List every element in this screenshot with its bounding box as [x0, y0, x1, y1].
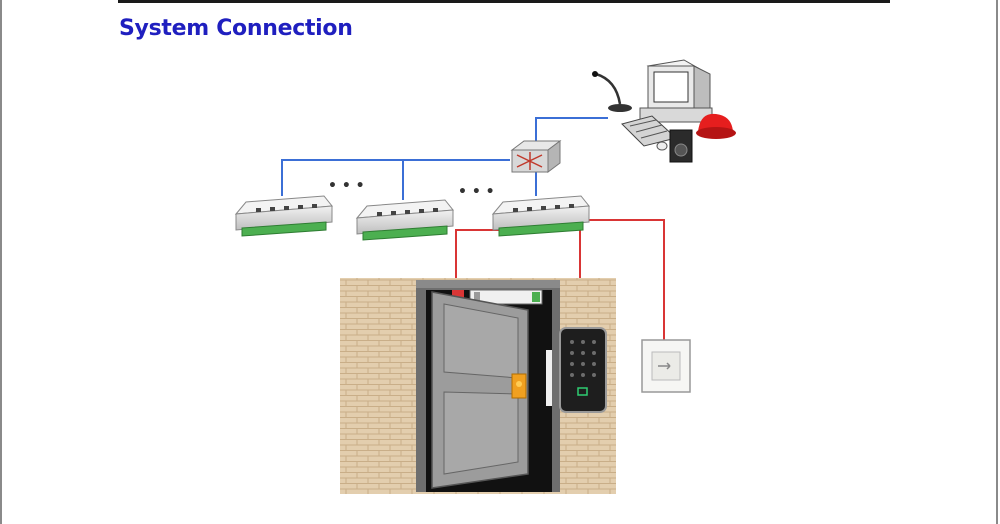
controller-icon — [491, 195, 590, 237]
exit-button-icon — [641, 339, 691, 393]
speaker-icon — [669, 129, 693, 163]
network-switch-icon — [510, 140, 562, 173]
keypad-reader-icon — [559, 327, 607, 413]
door-icon — [431, 291, 529, 489]
page-title: System Connection — [119, 16, 353, 41]
alarm-siren-icon — [696, 113, 736, 139]
microphone-icon — [592, 71, 632, 112]
computer-icon — [639, 59, 713, 123]
magnetic-lock-icon — [452, 289, 543, 305]
controller-icon — [355, 199, 454, 241]
ellipsis-separator: • • • — [458, 184, 495, 200]
ellipsis-separator: • • • — [328, 178, 365, 194]
mouse-icon — [656, 141, 668, 151]
controller-icon — [234, 195, 333, 237]
network-wiring — [281, 117, 608, 200]
left-border — [0, 0, 2, 524]
top-rule — [118, 0, 890, 3]
right-border — [996, 0, 998, 524]
hinge-strip — [546, 350, 552, 406]
